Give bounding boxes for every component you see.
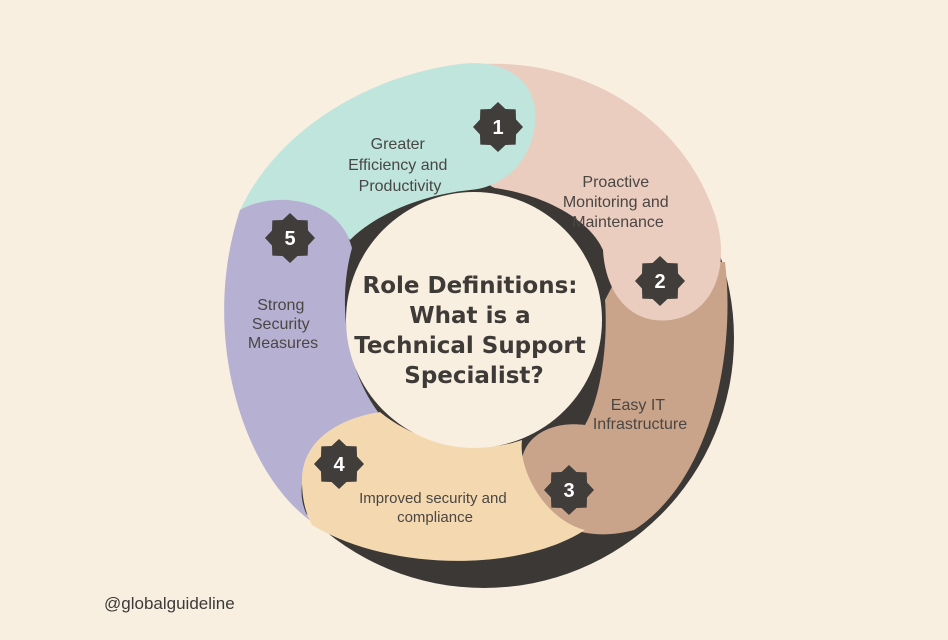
footer-handle: @globalguideline bbox=[104, 594, 235, 613]
label-strong-security: Strong Security Measures bbox=[248, 297, 318, 352]
label-improved-security: Improved security and compliance bbox=[359, 490, 511, 526]
badge-5: 5 bbox=[265, 213, 315, 263]
badge-3: 3 bbox=[544, 465, 594, 515]
badge-1: 1 bbox=[473, 102, 523, 152]
label-greater-efficiency: Greater Efficiency and Productivity bbox=[348, 136, 452, 195]
segment-strong-security bbox=[224, 199, 378, 523]
badge-number: 3 bbox=[563, 480, 574, 502]
segment-greater-efficiency bbox=[238, 63, 536, 240]
badge-number: 5 bbox=[284, 228, 295, 250]
seal-badge-shape bbox=[265, 213, 315, 263]
badge-number: 4 bbox=[333, 454, 345, 476]
seal-badge-shape bbox=[473, 102, 523, 152]
badge-2: 2 bbox=[635, 256, 685, 306]
seal-badge-shape bbox=[544, 465, 594, 515]
center-title: Role Definitions: What is a Technical Su… bbox=[354, 273, 594, 389]
badge-number: 1 bbox=[492, 117, 503, 139]
segment-easy-it-infrastructure bbox=[521, 262, 728, 535]
seal-badge-shape bbox=[635, 256, 685, 306]
badge-4: 4 bbox=[314, 439, 364, 489]
segment-improved-security bbox=[302, 412, 585, 561]
seal-badge-shape bbox=[314, 439, 364, 489]
segment-proactive-monitoring bbox=[473, 63, 722, 321]
badge-number: 2 bbox=[654, 271, 665, 293]
center-circle bbox=[346, 192, 602, 448]
label-proactive-monitoring: Proactive Monitoring and Maintenance bbox=[563, 174, 673, 231]
label-easy-it: Easy IT Infrastructure bbox=[593, 397, 687, 433]
